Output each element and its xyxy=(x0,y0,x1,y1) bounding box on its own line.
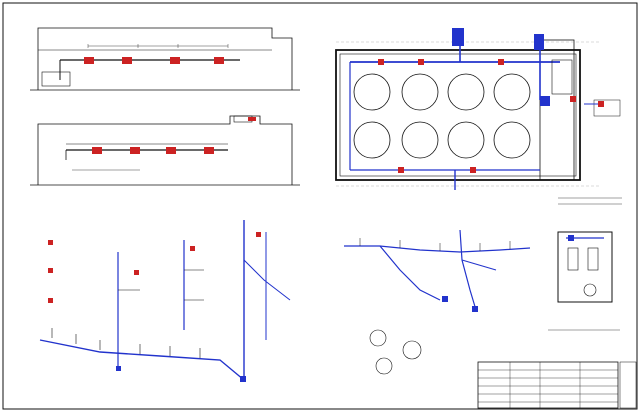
fan-unit xyxy=(48,298,53,303)
round-unit xyxy=(447,73,485,111)
fan-unit xyxy=(378,59,384,65)
fan-unit xyxy=(248,117,256,121)
fan-unit xyxy=(204,147,214,154)
round-unit xyxy=(353,73,391,111)
fan-unit xyxy=(256,232,261,237)
riser-schemes xyxy=(39,220,291,382)
title-block xyxy=(477,361,637,409)
node-detail xyxy=(548,231,620,331)
fan-unit xyxy=(470,167,476,173)
fan-unit xyxy=(190,246,195,251)
round-unit xyxy=(353,121,391,159)
round-unit xyxy=(493,121,531,159)
floor-plan xyxy=(335,28,621,190)
fan-unit xyxy=(130,147,140,154)
equipment xyxy=(540,96,550,106)
equipment xyxy=(534,34,544,50)
round-unit xyxy=(447,121,485,159)
fan-unit xyxy=(84,57,94,64)
fan-unit xyxy=(570,96,576,102)
fan-unit xyxy=(498,59,504,65)
section-middle xyxy=(30,115,300,186)
fan-unit xyxy=(134,270,139,275)
riser-scheme-center xyxy=(344,229,531,375)
fan-unit xyxy=(398,167,404,173)
fan-unit xyxy=(48,240,53,245)
fan-unit xyxy=(92,147,102,154)
fan-unit xyxy=(48,268,53,273)
round-unit xyxy=(493,73,531,111)
fan-unit xyxy=(170,57,180,64)
round-unit xyxy=(401,121,439,159)
fan-unit xyxy=(214,57,224,64)
round-unit xyxy=(401,73,439,111)
legend xyxy=(558,197,622,205)
fan-unit xyxy=(166,147,176,154)
equipment xyxy=(452,28,464,46)
section-top xyxy=(30,27,300,91)
fan-unit xyxy=(122,57,132,64)
fan-unit xyxy=(418,59,424,65)
